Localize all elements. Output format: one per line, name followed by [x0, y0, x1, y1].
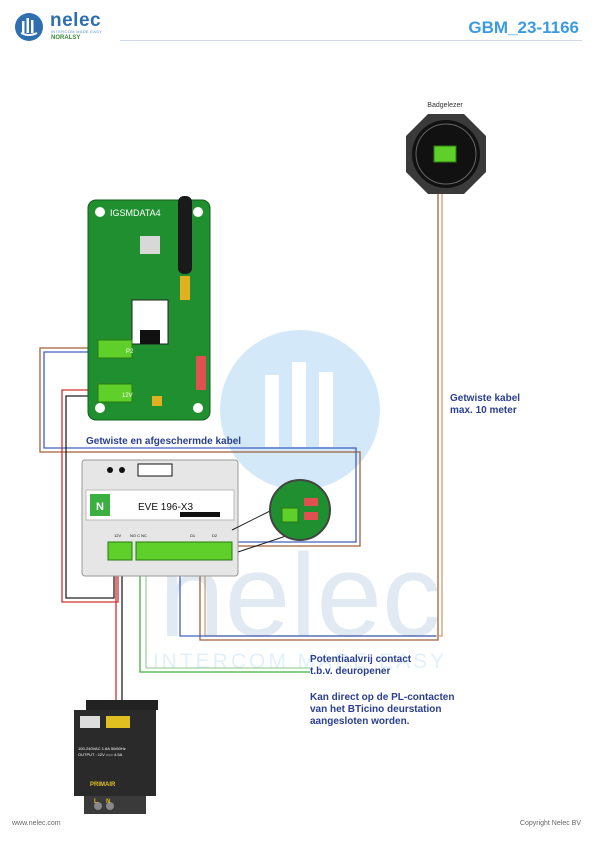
watermark-tagline: INTERCOM MADE EASY: [153, 650, 447, 673]
twisted-cable-label-1: Getwiste kabel: [450, 393, 521, 404]
logo-wordmark: nelec: [50, 10, 102, 31]
dry-contact-label-1: Potentiaalvrij contact: [310, 654, 412, 665]
psu-brand: PRIMAIR: [90, 782, 116, 788]
badge-reader-name: Badgelezer: [427, 102, 463, 109]
controller-term-d1: D1: [190, 533, 196, 538]
controller-terminal-block: [135, 541, 233, 561]
psu-spec-input: 100-240VAC 1.6A 50/60Hz: [78, 746, 126, 751]
controller-term-power: 12V: [114, 533, 121, 538]
document-code: GBM_23-1166: [468, 18, 579, 37]
badge-reader: Badgelezer: [406, 102, 486, 194]
psu-spec-output: OUTPUT : 12V === 4.5A: [78, 752, 123, 757]
zoom-detail: [231, 479, 331, 553]
footer-copyright: Copyright Nelec BV: [519, 820, 581, 827]
logo-tagline: INTERCOM MADE EASY: [51, 29, 103, 34]
controller-badge-icon: [90, 494, 110, 516]
psu-terminal-n: N: [106, 799, 110, 805]
psu-terminal-l: L: [94, 799, 98, 805]
led-strip-icon: [196, 356, 206, 390]
header-divider: [120, 40, 582, 41]
watermark-circle-icon: [220, 330, 380, 490]
twisted-cable-label-2: max. 10 meter: [450, 405, 517, 416]
note-label-2: van het BTicino deurstation: [310, 704, 442, 715]
wires: [39, 190, 443, 702]
controller-badge: N: [96, 501, 104, 513]
note-label-3: aangesloten worden.: [310, 716, 410, 727]
note-label-1: Kan direct op de PL-contacten: [310, 692, 455, 703]
gsm-module: IGSMDATA4 P2 12V: [87, 196, 211, 421]
power-supply: 100-240VAC 1.6A 50/60Hz OUTPUT : 12V ===…: [74, 700, 158, 814]
gsm-terminal-p2: [97, 339, 133, 359]
antenna-icon: [178, 196, 192, 274]
nelec-logo: [14, 12, 48, 42]
controller-name: EVE 196-X3: [138, 502, 193, 513]
gsm-module-name: IGSMDATA4: [110, 208, 161, 218]
footer-website: www.nelec.com: [12, 820, 61, 827]
dry-contact-label-2: t.b.v. deuropener: [310, 666, 391, 677]
badge-reader-terminal: [433, 145, 457, 163]
sim-chip-icon: [140, 236, 160, 254]
gsm-terminal-power-label: 12V: [122, 393, 133, 399]
controller-term-d2: D2: [212, 533, 218, 538]
gsm-terminal-p2-label: P2: [126, 349, 134, 355]
logo-partner: NORALSY: [51, 35, 81, 41]
controller: N EVE 196-X3 12V NO C NC D1 D2: [81, 459, 239, 577]
controller-term-relay: NO C NC: [130, 533, 147, 538]
controller-terminal-power: [107, 541, 133, 561]
gsm-terminal-power: [97, 383, 133, 403]
shielded-cable-label: Getwiste en afgeschermde kabel: [86, 436, 242, 447]
nelec-logo-icon: [15, 13, 43, 41]
